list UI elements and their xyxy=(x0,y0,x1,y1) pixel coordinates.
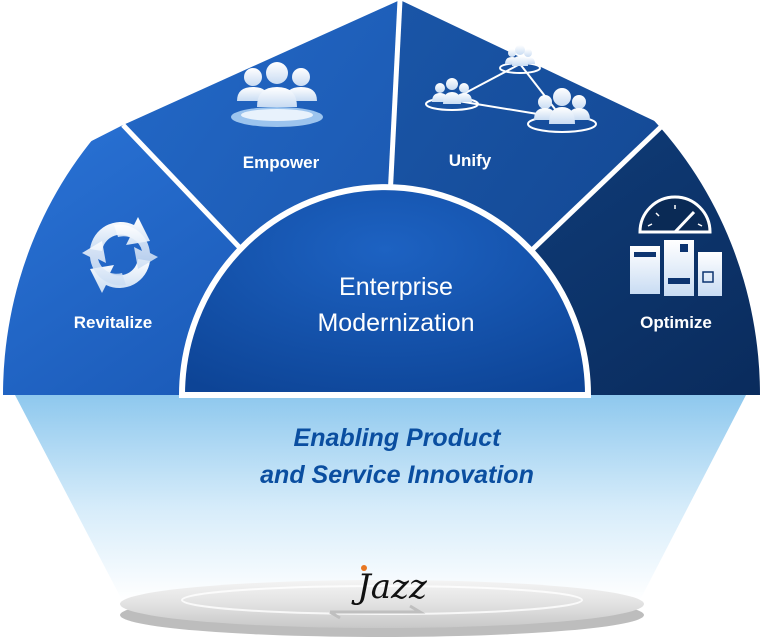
logo-dot-icon xyxy=(361,565,367,571)
center-title-line1: Enterprise xyxy=(339,273,453,301)
cycle-arrows-icon xyxy=(82,217,158,293)
connected-teams-icon xyxy=(425,45,597,133)
jazz-logo: Jazz xyxy=(351,567,428,607)
platform-disk xyxy=(120,580,644,637)
fan-outer-mask xyxy=(0,0,761,395)
segment-label-revitalize: Revitalize xyxy=(74,313,152,332)
center-hub[interactable] xyxy=(178,184,592,398)
segment-label-empower: Empower xyxy=(243,153,320,172)
segment-label-unify: Unify xyxy=(449,151,492,170)
light-beam xyxy=(15,395,746,600)
segment-label-optimize: Optimize xyxy=(640,313,712,332)
tagline-line2: and Service Innovation xyxy=(260,461,534,489)
tagline-line1: Enabling Product xyxy=(294,424,503,452)
dashboard-servers-icon xyxy=(630,195,722,296)
center-title-line2: Modernization xyxy=(317,309,474,337)
people-group-icon xyxy=(231,62,323,127)
